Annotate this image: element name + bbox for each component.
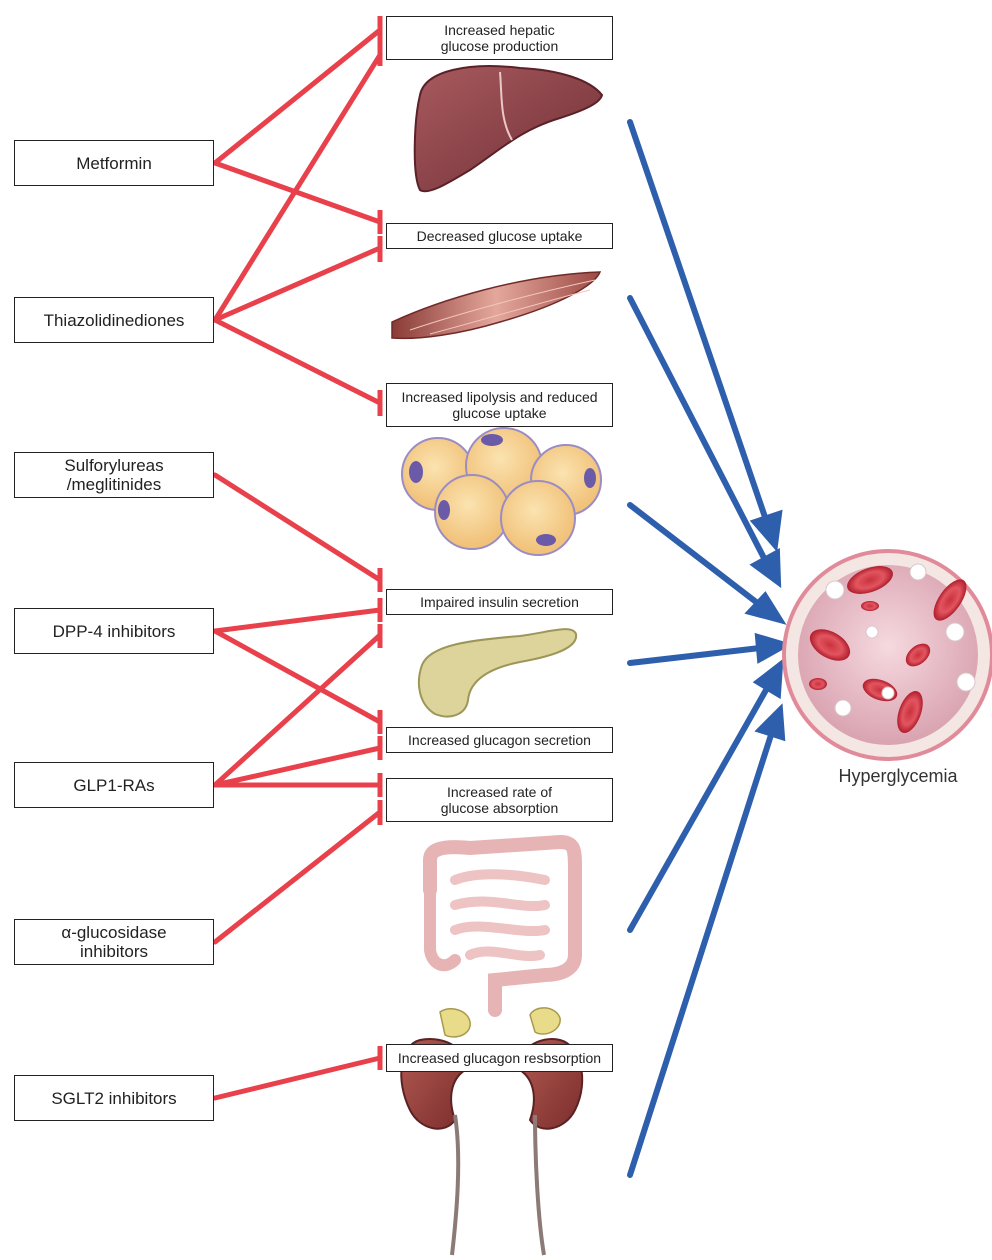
drug-label-aglucosidase: α-glucosidase inhibitors xyxy=(61,923,166,961)
effect-box-lipolysis: Increased lipolysis and reduced glucose … xyxy=(386,383,613,427)
inhibit-line-agluc-absorption xyxy=(215,812,380,942)
drug-box-aglucosidase: α-glucosidase inhibitors xyxy=(14,919,214,965)
effect-label-glucagon: Increased glucagon secretion xyxy=(408,732,591,748)
effect-label-insulin: Impaired insulin secretion xyxy=(420,594,579,610)
hyperglycemia-arrows xyxy=(630,122,785,1175)
effect-label-absorption: Increased rate of glucose absorption xyxy=(441,784,559,816)
arrow-head xyxy=(760,710,782,737)
arrow-head xyxy=(758,637,785,659)
inhibit-line-glp1-glucagon xyxy=(215,748,380,785)
inhibit-line-sglt2-resorption xyxy=(215,1058,380,1098)
drug-label-sulfonylureas: Sulforylureas /meglitinides xyxy=(64,456,163,494)
effect-label-uptake: Decreased glucose uptake xyxy=(417,228,583,244)
drug-label-glp1: GLP1-RAs xyxy=(73,776,154,795)
effect-label-resorption: Increased glucagon resbsorption xyxy=(398,1050,601,1066)
effect-box-uptake: Decreased glucose uptake xyxy=(386,223,613,249)
drug-label-dpp4: DPP-4 inhibitors xyxy=(53,622,176,641)
pancreas-illustration xyxy=(419,629,576,716)
hyperglycemia-label: Hyperglycemia xyxy=(808,766,988,787)
adipose-illustration xyxy=(402,428,601,555)
effect-box-hepatic: Increased hepatic glucose production xyxy=(386,16,613,60)
drug-box-glp1: GLP1-RAs xyxy=(14,762,214,808)
hyperglycemia-illustration xyxy=(784,551,992,759)
muscle-illustration xyxy=(392,272,600,338)
liver-illustration xyxy=(415,66,602,191)
arrow-head xyxy=(755,553,778,582)
arrow-pancreas xyxy=(630,648,760,663)
inhibit-line-su-insulin xyxy=(215,475,380,580)
arrow-adipose xyxy=(630,505,760,605)
drug-label-thiazolidinediones: Thiazolidinediones xyxy=(44,311,185,330)
drug-box-sulfonylureas: Sulforylureas /meglitinides xyxy=(14,452,214,498)
inhibit-line-dpp4-insulin xyxy=(215,610,380,631)
drug-box-dpp4: DPP-4 inhibitors xyxy=(14,608,214,654)
intestine-illustration xyxy=(430,842,575,1010)
inhibit-line-metformin-uptake xyxy=(215,163,380,222)
arrow-head xyxy=(755,514,779,545)
effect-label-lipolysis: Increased lipolysis and reduced glucose … xyxy=(401,389,597,421)
drug-label-metformin: Metformin xyxy=(76,154,152,173)
drug-box-metformin: Metformin xyxy=(14,140,214,186)
arrow-liver xyxy=(630,122,766,520)
effect-box-glucagon: Increased glucagon secretion xyxy=(386,727,613,753)
drug-label-sglt2: SGLT2 inhibitors xyxy=(51,1089,176,1108)
effect-label-hepatic: Increased hepatic glucose production xyxy=(441,22,559,54)
effect-box-insulin: Impaired insulin secretion xyxy=(386,589,613,615)
inhibition-lines xyxy=(215,30,380,1098)
effect-box-absorption: Increased rate of glucose absorption xyxy=(386,778,613,822)
effect-box-resorption: Increased glucagon resbsorption xyxy=(386,1044,613,1072)
drug-box-sglt2: SGLT2 inhibitors xyxy=(14,1075,214,1121)
inhibit-line-tzd-lipolysis xyxy=(215,320,380,403)
drug-box-thiazolidinediones: Thiazolidinediones xyxy=(14,297,214,343)
arrow-head xyxy=(758,665,780,694)
